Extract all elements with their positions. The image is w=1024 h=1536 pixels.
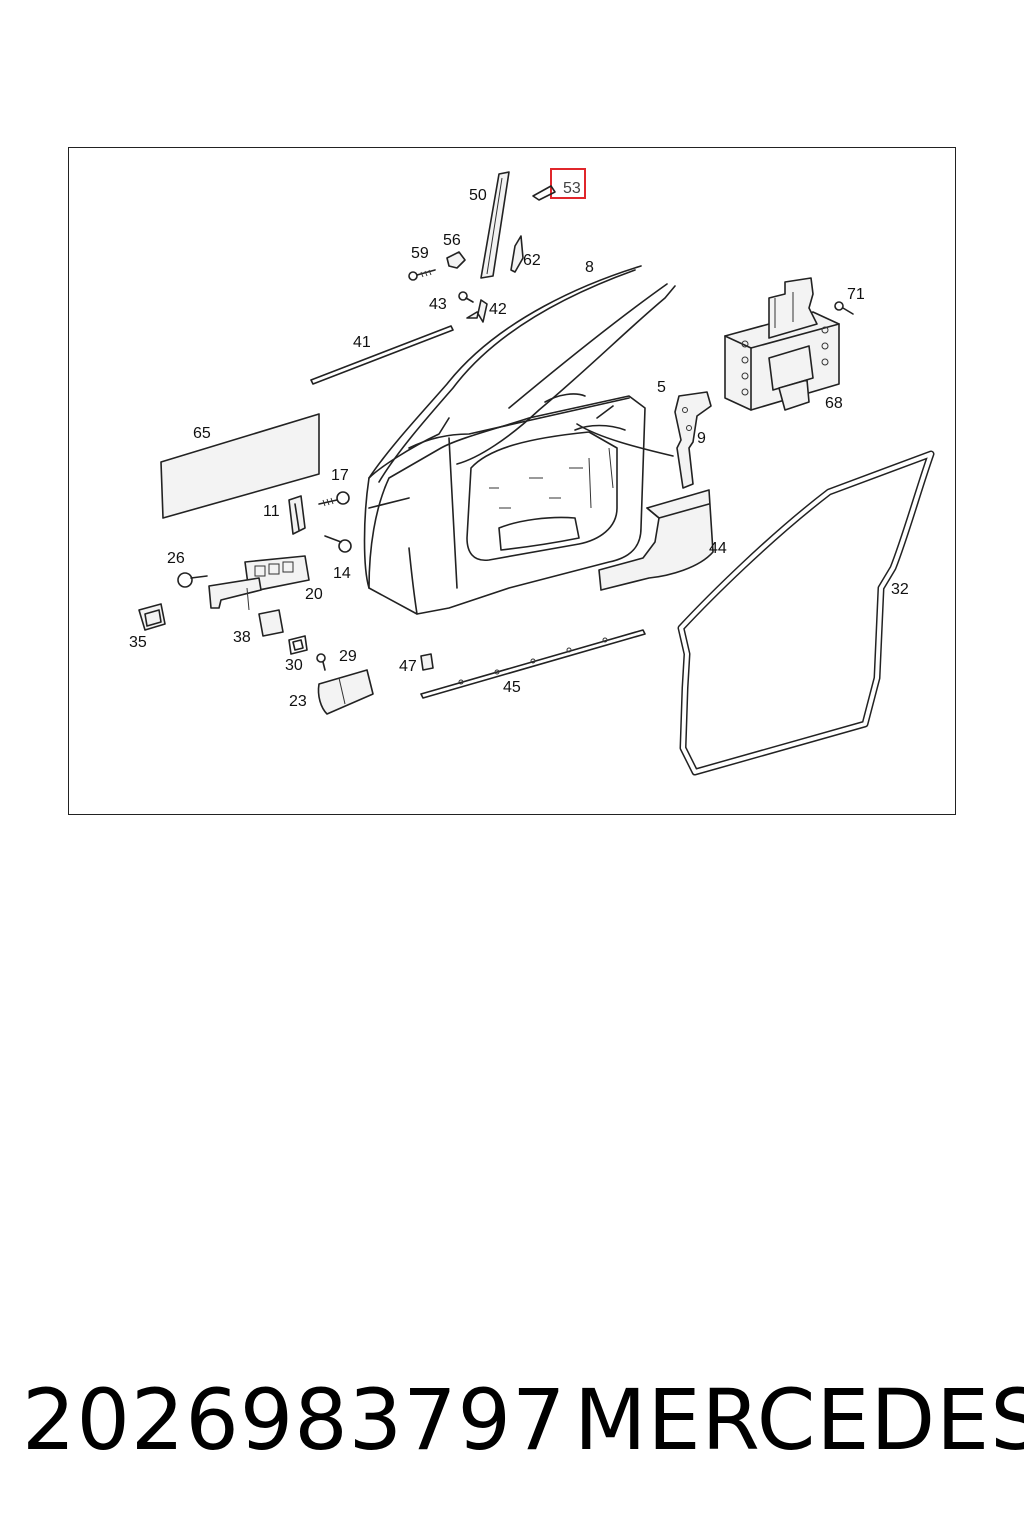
callout-30: 30 bbox=[285, 657, 303, 674]
part-14-bolt bbox=[324, 535, 352, 553]
callout-42: 42 bbox=[489, 301, 507, 318]
part-38-clip bbox=[258, 609, 284, 637]
part-9-hinge bbox=[674, 391, 712, 489]
callout-23: 23 bbox=[289, 693, 307, 710]
callout-5: 5 bbox=[657, 379, 666, 396]
part-53-clip bbox=[532, 185, 556, 201]
door-inner-panel bbox=[368, 393, 646, 615]
parts-diagram-frame: 50 53 59 56 62 8 71 43 42 41 5 68 65 9 1… bbox=[68, 147, 956, 815]
callout-56: 56 bbox=[443, 232, 461, 249]
part-30-gasket bbox=[288, 635, 308, 655]
part-number: 2026983797 bbox=[22, 1371, 567, 1469]
highlight-box-53 bbox=[550, 168, 586, 199]
callout-45: 45 bbox=[503, 679, 521, 696]
part-26-bolt bbox=[177, 572, 208, 588]
part-68-module bbox=[724, 277, 840, 411]
footer: 2026983797 MERCEDES bbox=[0, 1365, 1024, 1475]
callout-14: 14 bbox=[333, 565, 351, 582]
part-17-bolt bbox=[318, 491, 350, 507]
part-47-grommet bbox=[420, 653, 434, 671]
callout-32: 32 bbox=[891, 581, 909, 598]
part-45-sill-strip bbox=[420, 629, 646, 699]
callout-50: 50 bbox=[469, 187, 487, 204]
part-42-bracket bbox=[466, 299, 488, 323]
callout-9: 9 bbox=[697, 430, 706, 447]
cable bbox=[576, 423, 674, 457]
callout-44: 44 bbox=[709, 540, 727, 557]
brand-name: MERCEDES bbox=[574, 1371, 1024, 1469]
callout-43: 43 bbox=[429, 296, 447, 313]
part-23-cap bbox=[317, 669, 374, 715]
callout-53: 53 bbox=[563, 180, 581, 197]
part-20-check-strap bbox=[208, 555, 310, 611]
callout-71: 71 bbox=[847, 286, 865, 303]
part-29-screw bbox=[316, 653, 326, 671]
callout-68: 68 bbox=[825, 395, 843, 412]
door-parts-diagram: 50 53 59 56 62 8 71 43 42 41 5 68 65 9 1… bbox=[129, 168, 935, 776]
part-8-door-frame bbox=[363, 265, 676, 589]
part-44-trim bbox=[598, 489, 714, 591]
callout-29: 29 bbox=[339, 648, 357, 665]
part-35-buffer bbox=[138, 603, 166, 631]
callout-26: 26 bbox=[167, 550, 185, 567]
callout-35: 35 bbox=[129, 634, 147, 651]
part-32-door-seal bbox=[677, 450, 935, 776]
callout-65: 65 bbox=[193, 425, 211, 442]
part-71-bolt bbox=[834, 301, 854, 315]
part-41-moulding bbox=[310, 325, 454, 385]
callout-20: 20 bbox=[305, 586, 323, 603]
part-59-screw bbox=[408, 269, 436, 281]
part-43-bolt bbox=[458, 291, 474, 303]
callout-11: 11 bbox=[263, 503, 280, 520]
callout-62: 62 bbox=[523, 252, 541, 269]
part-56-clip bbox=[446, 251, 466, 269]
callout-41: 41 bbox=[353, 334, 371, 351]
part-62-bracket bbox=[510, 235, 524, 273]
part-65-sheet bbox=[160, 413, 320, 519]
callout-59: 59 bbox=[411, 245, 429, 262]
callout-8: 8 bbox=[585, 259, 594, 276]
callout-17: 17 bbox=[331, 467, 349, 484]
callout-38: 38 bbox=[233, 629, 251, 646]
callout-47: 47 bbox=[399, 658, 417, 675]
